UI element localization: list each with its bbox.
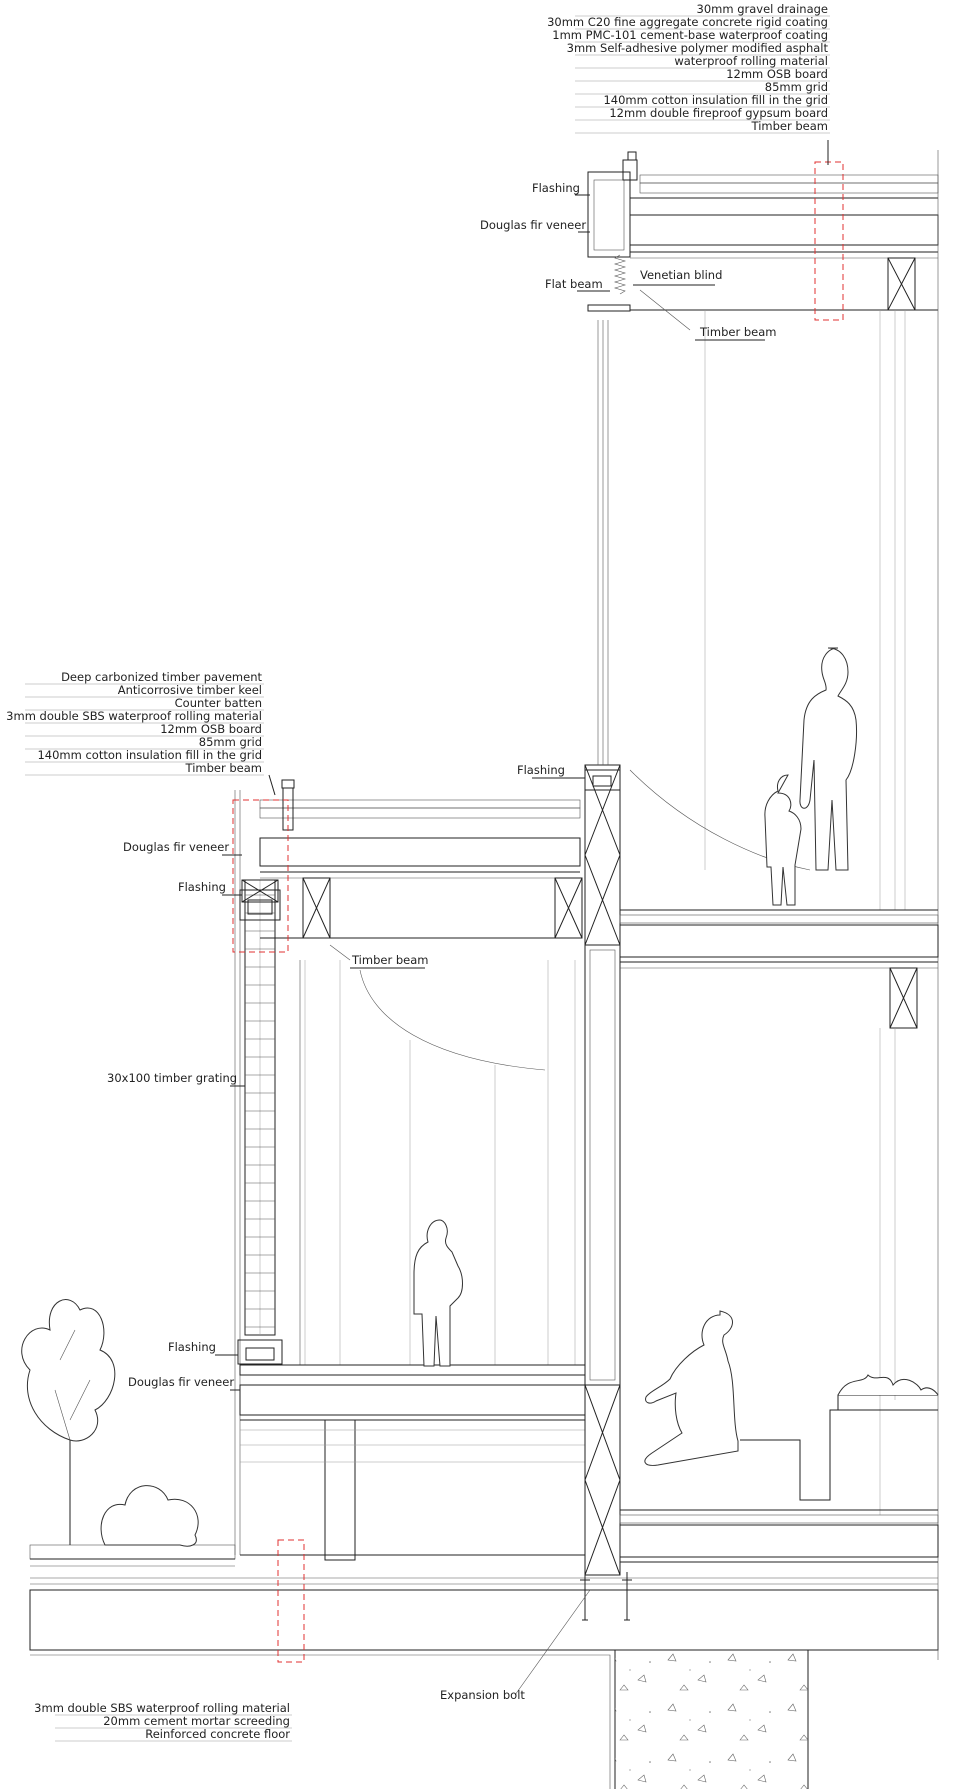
callout-douglas-mid: Douglas fir veneer	[123, 840, 229, 854]
upper-right-structure	[587, 150, 939, 1660]
terrace-layer-8: Timber beam	[185, 761, 262, 775]
roof-layer-list: 30mm gravel drainage 30mm C20 fine aggre…	[547, 2, 828, 133]
roof-layer-4: 3mm Self-adhesive polymer modified aspha…	[567, 41, 829, 55]
foundation-layer-2: 20mm cement mortar screeding	[103, 1714, 290, 1728]
roof-layer-rules	[575, 15, 830, 134]
person-standing-adult	[799, 647, 857, 871]
roof-layer-8: 140mm cotton insulation fill in the grid	[603, 93, 828, 107]
central-wall	[584, 320, 621, 1576]
callout-flashing-left: Flashing	[178, 880, 226, 894]
roof-layer-1: 30mm gravel drainage	[697, 2, 828, 16]
terrace-layer-2: Anticorrosive timber keel	[118, 683, 262, 697]
callout-venetian-blind: Venetian blind	[640, 268, 722, 282]
roof-layer-3: 1mm PMC-101 cement-base waterproof coati…	[552, 28, 828, 42]
shrub-silhouette	[100, 1485, 199, 1547]
callout-flat-beam: Flat beam	[545, 277, 603, 291]
expansion-bolts	[580, 1572, 632, 1621]
foundation-layer-3: Reinforced concrete floor	[145, 1727, 290, 1741]
foundation-layer-list: 3mm double SBS waterproof rolling materi…	[34, 1701, 290, 1741]
person-standing-lower	[413, 1219, 463, 1367]
callout-douglas-low: Douglas fir veneer	[128, 1375, 234, 1389]
terrace-layer-5: 12mm OSB board	[160, 722, 262, 736]
terrace-layer-1: Deep carbonized timber pavement	[61, 670, 262, 684]
terrace-layer-4: 3mm double SBS waterproof rolling materi…	[6, 709, 262, 723]
roof-layer-9: 12mm double fireproof gypsum board	[609, 106, 828, 120]
callout-labels: Flashing Douglas fir veneer Flat beam Ve…	[107, 181, 776, 1702]
person-standing-child	[764, 774, 802, 906]
tree-silhouette	[21, 1299, 116, 1545]
terrace-layer-list: Deep carbonized timber pavement Anticorr…	[6, 670, 262, 775]
callout-timber-beam-top: Timber beam	[699, 325, 776, 339]
callout-flashing-low: Flashing	[168, 1340, 216, 1354]
detail-marker-roof	[814, 161, 844, 321]
callout-timber-beam-mid: Timber beam	[351, 953, 428, 967]
foundation-layer-rules	[55, 1714, 292, 1742]
terrace-layer-3: Counter batten	[175, 696, 262, 710]
detail-marker-terrace	[232, 799, 289, 953]
roof-layer-7: 85mm grid	[765, 80, 828, 94]
callout-flashing-mid: Flashing	[517, 763, 565, 777]
terrace-layer-7: 140mm cotton insulation fill in the grid	[37, 748, 262, 762]
foundation-layer-1: 3mm double SBS waterproof rolling materi…	[34, 1701, 290, 1715]
landscape-ground	[29, 1544, 236, 1567]
concrete-foundation	[29, 1577, 939, 1789]
person-seated	[644, 1310, 739, 1466]
callout-expansion-bolt: Expansion bolt	[440, 1688, 525, 1702]
roof-layer-6: 12mm OSB board	[726, 67, 828, 81]
leader-lines	[215, 140, 829, 1696]
detail-marker-foundation	[277, 1539, 305, 1663]
roof-layer-2: 30mm C20 fine aggregate concrete rigid c…	[547, 15, 828, 29]
callout-douglas-top: Douglas fir veneer	[480, 218, 586, 232]
roof-layer-5: waterproof rolling material	[674, 54, 828, 68]
callout-timber-grating: 30x100 timber grating	[107, 1071, 237, 1085]
timber-beam-crosses	[241, 877, 583, 939]
callout-flashing-top: Flashing	[532, 181, 580, 195]
roof-layer-10: Timber beam	[751, 119, 828, 133]
terrace-layer-6: 85mm grid	[199, 735, 262, 749]
terrace-layer-rules	[25, 683, 264, 776]
lower-left-structure	[234, 779, 586, 1561]
